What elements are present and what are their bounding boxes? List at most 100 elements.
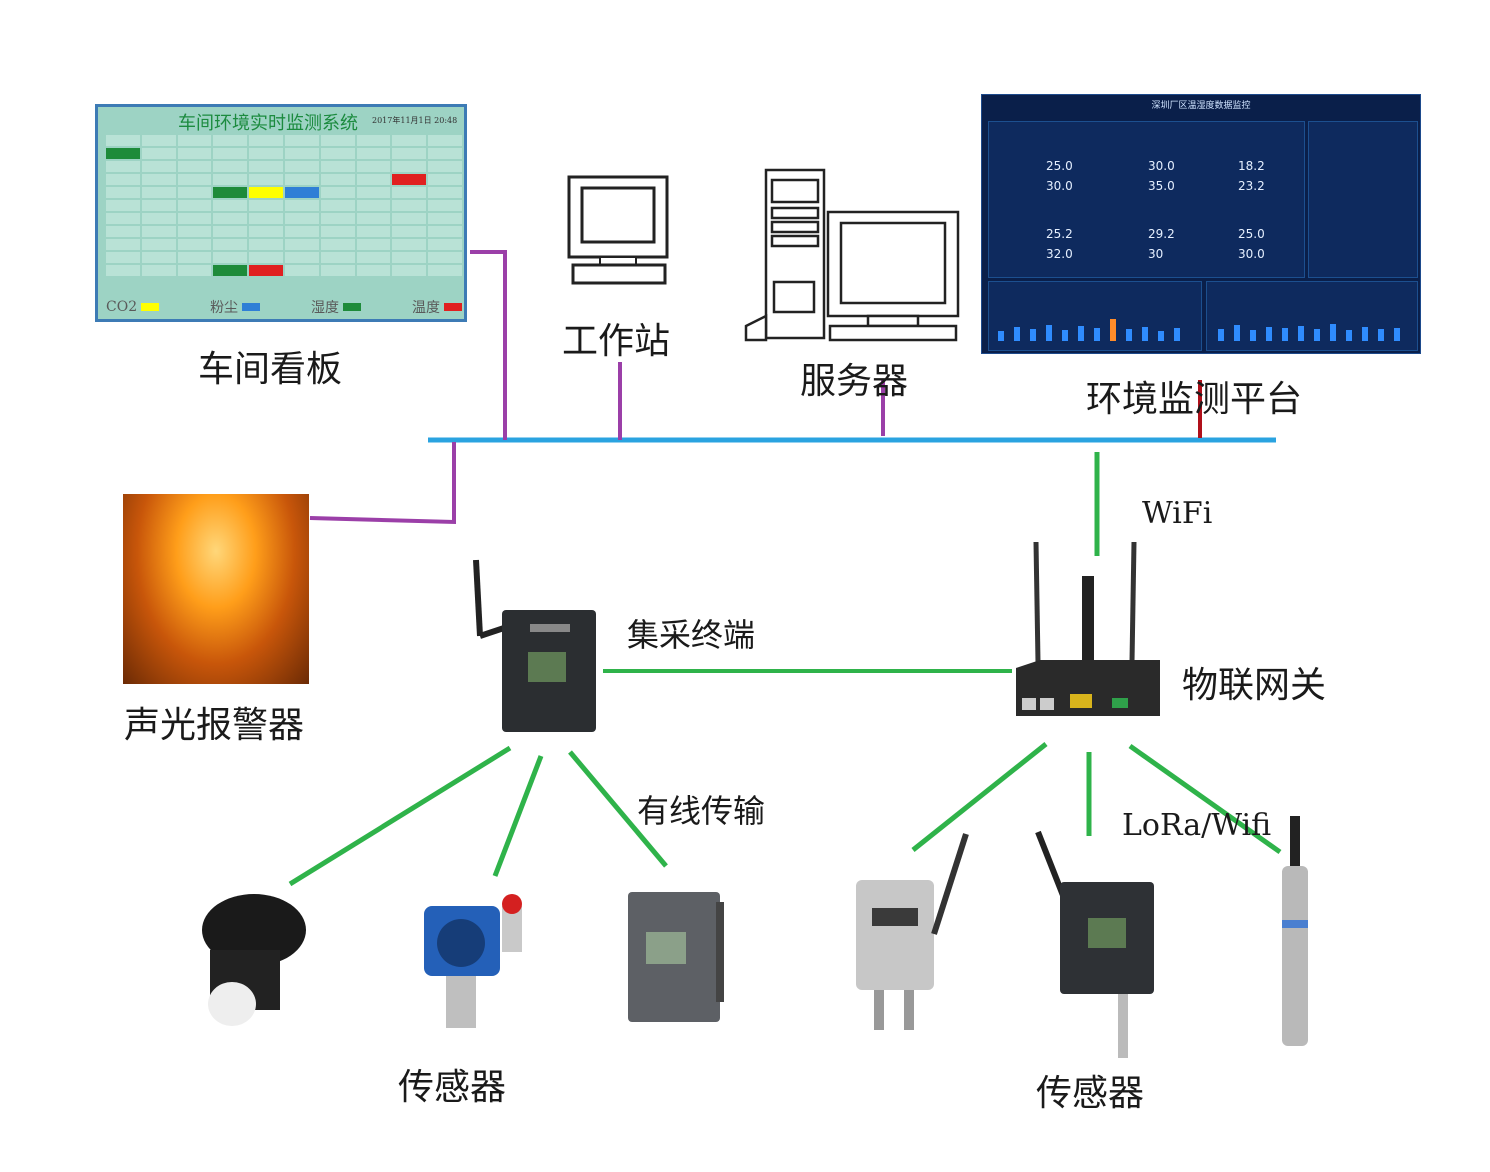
board-cell — [177, 239, 212, 250]
reading-3a: 18.2 — [1238, 159, 1265, 173]
board-cell — [392, 265, 427, 276]
board-cell — [177, 213, 212, 224]
board-cell — [356, 200, 391, 211]
alarm-link — [309, 442, 456, 525]
board-cell — [428, 226, 462, 237]
board-cell — [177, 148, 212, 159]
env-platform-screen: 深圳厂区温湿度数据监控 25.0 30.0 30.0 35.0 18.2 23.… — [981, 94, 1421, 354]
sensor-link-2 — [492, 755, 544, 877]
platform-bar — [1298, 326, 1304, 341]
board-cell — [249, 265, 283, 276]
board-cell — [284, 252, 319, 263]
board-link — [470, 250, 507, 440]
board-cell — [284, 265, 319, 276]
board-cell — [106, 265, 140, 276]
board-cell — [106, 187, 140, 198]
legend-dust: 粉尘 — [210, 297, 261, 317]
board-cell — [106, 174, 140, 185]
board-cell — [356, 148, 391, 159]
board-cell — [320, 239, 355, 250]
board-cell — [392, 187, 427, 198]
board-legend: CO2 粉尘 湿度 温度 — [106, 297, 462, 317]
board-cell — [249, 226, 283, 237]
board-cell — [392, 200, 427, 211]
board-cell — [213, 135, 248, 146]
board-cell — [141, 265, 176, 276]
board-cell — [320, 174, 355, 185]
board-cell — [284, 239, 319, 250]
label-env-platform: 环境监测平台 — [1086, 379, 1303, 420]
sensor-link-3 — [568, 750, 668, 868]
platform-bar — [1346, 330, 1352, 341]
board-cell — [284, 200, 319, 211]
platform-bar — [1282, 328, 1288, 341]
board-cell — [141, 174, 176, 185]
board-cell — [356, 161, 391, 172]
board-cell — [106, 148, 140, 159]
board-cell — [428, 148, 462, 159]
platform-bar — [1142, 327, 1148, 341]
board-cell — [392, 174, 427, 185]
board-cell — [356, 213, 391, 224]
board-cell — [320, 265, 355, 276]
board-cell — [141, 200, 176, 211]
board-cell — [320, 213, 355, 224]
board-cell — [356, 265, 391, 276]
board-cell — [320, 226, 355, 237]
board-cell — [213, 239, 248, 250]
sensor-link-6 — [1128, 743, 1282, 855]
board-cell — [106, 135, 140, 146]
label-wifi: WiFi — [1142, 496, 1213, 531]
label-gateway: 物联网关 — [1182, 665, 1327, 706]
board-cell — [106, 226, 140, 237]
platform-bar — [1234, 325, 1240, 341]
board-cell — [284, 135, 319, 146]
board-cell — [392, 252, 427, 263]
reading-5b: 30 — [1148, 247, 1164, 261]
platform-bar — [1078, 326, 1084, 341]
reading-2b: 35.0 — [1148, 179, 1175, 193]
platform-bar — [1094, 328, 1100, 341]
platform-bar — [1014, 327, 1020, 341]
board-cell — [213, 265, 248, 276]
board-cell — [320, 135, 355, 146]
board-cell — [213, 187, 248, 198]
board-cell — [320, 148, 355, 159]
board-cell — [392, 213, 427, 224]
board-cell — [249, 148, 283, 159]
board-cell — [428, 252, 462, 263]
platform-bar — [998, 331, 1004, 341]
board-date: 2017年11月1日 20:48 — [372, 116, 458, 125]
platform-bar — [1218, 329, 1224, 341]
board-cell — [106, 213, 140, 224]
reading-1b: 30.0 — [1046, 179, 1073, 193]
board-cell — [428, 265, 462, 276]
board-cell — [177, 265, 212, 276]
label-server: 服务器 — [800, 361, 909, 402]
sensor-link-4 — [911, 742, 1048, 852]
platform-bar — [1362, 327, 1368, 341]
workshop-board-screen: 车间环境实时监测系统 2017年11月1日 20:48 CO2 粉尘 湿度 温度 — [95, 104, 467, 322]
platform-bar — [1266, 327, 1272, 341]
board-cell — [141, 239, 176, 250]
board-cell — [141, 252, 176, 263]
board-cell — [392, 239, 427, 250]
platform-bar — [1126, 329, 1132, 341]
board-cell — [249, 239, 283, 250]
board-cell — [177, 200, 212, 211]
board-cell — [356, 252, 391, 263]
reading-2a: 30.0 — [1148, 159, 1175, 173]
board-cell — [284, 148, 319, 159]
board-cell — [141, 226, 176, 237]
board-cell — [177, 161, 212, 172]
board-cell — [428, 200, 462, 211]
board-cell — [249, 252, 283, 263]
board-cell — [428, 187, 462, 198]
board-cell — [249, 161, 283, 172]
label-workshop-board: 车间看板 — [198, 349, 343, 390]
label-sensors-left: 传感器 — [398, 1067, 507, 1108]
platform-bar — [1330, 324, 1336, 341]
board-cell — [141, 161, 176, 172]
board-cell — [392, 148, 427, 159]
